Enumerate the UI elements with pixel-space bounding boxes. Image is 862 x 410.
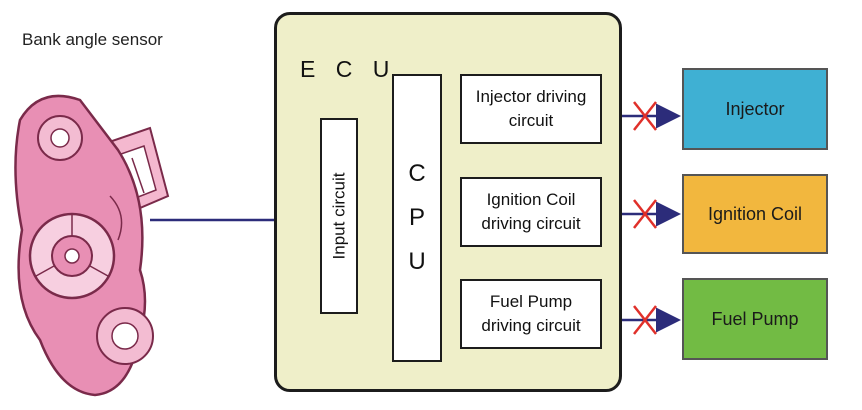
cpu-letter: P [408, 204, 425, 231]
cut-mark-icon [633, 101, 657, 131]
injector-box: Injector [682, 68, 828, 150]
sensor-label: Bank angle sensor [22, 30, 163, 49]
sensor-body [14, 94, 154, 397]
cut-mark-icon [633, 305, 657, 335]
injector-driving-circuit-box: Injector driving circuit [460, 74, 602, 144]
input-circuit-box: Input circuit [320, 118, 358, 314]
fuel-pump-box: Fuel Pump [682, 278, 828, 360]
input-circuit-label: Input circuit [329, 172, 348, 260]
fuel-pump-driving-circuit-box: Fuel Pump driving circuit [460, 279, 602, 349]
cpu-letter: U [408, 248, 426, 275]
cut-mark-icon [633, 199, 657, 229]
ecu-label: E C U [300, 56, 397, 82]
cpu-box: C P U [392, 74, 442, 362]
cpu-letter: C [408, 160, 426, 187]
ignition-coil-box: Ignition Coil [682, 174, 828, 254]
ignition-coil-driving-circuit-box: Ignition Coil driving circuit [460, 177, 602, 247]
